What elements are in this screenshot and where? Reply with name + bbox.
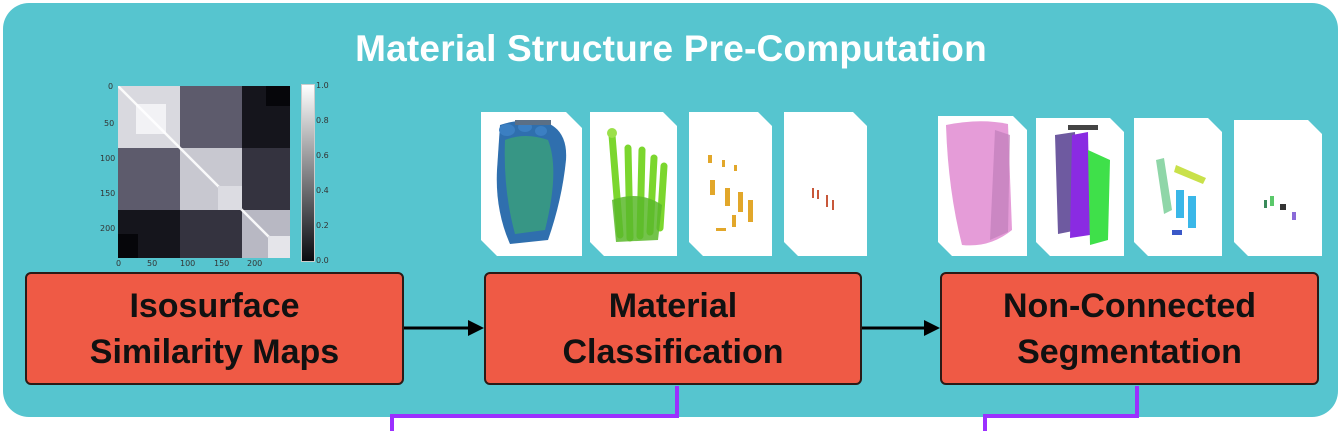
arrow-isosurface-to-material <box>404 320 484 336</box>
heatmap-ytick: 200 <box>100 224 116 233</box>
arrow-material-to-segmentation <box>862 320 940 336</box>
step-label-line: Classification <box>562 332 784 371</box>
foot-volume-thumbnail <box>481 112 582 256</box>
material-classification-box: Material Classification <box>484 272 862 385</box>
non-connected-segmentation-box: Non-Connected Segmentation <box>940 272 1319 385</box>
heatmap-colorbar <box>301 84 315 262</box>
step-label-line: Segmentation <box>1017 332 1242 371</box>
cyan-segment-thumbnail <box>1134 118 1222 256</box>
colorbar-tick: 1.0 <box>316 81 329 90</box>
heatmap-matrix <box>117 85 291 259</box>
pink-segment-thumbnail <box>938 116 1027 256</box>
step-label-line: Isosurface <box>129 286 300 325</box>
colorbar-tick: 0.8 <box>316 116 329 125</box>
step-label-line: Material <box>608 286 738 325</box>
connector-lines <box>390 386 1139 431</box>
heatmap-xtick: 50 <box>147 259 158 268</box>
heatmap-xtick: 150 <box>214 259 230 268</box>
heatmap-xtick: 0 <box>116 259 122 268</box>
similarity-heatmap <box>117 85 291 259</box>
heatmap-xtick: 100 <box>180 259 196 268</box>
isosurface-similarity-maps-box: Isosurface Similarity Maps <box>25 272 404 385</box>
heatmap-ytick: 0 <box>108 82 114 91</box>
step-label-line: Similarity Maps <box>89 332 340 371</box>
colorbar-tick: 0.0 <box>316 256 329 265</box>
colorbar-tick: 0.2 <box>316 221 329 230</box>
sparse-fragments-thumbnail <box>784 112 867 256</box>
colorbar-tick: 0.4 <box>316 186 329 195</box>
multicolor-segment-thumbnail <box>1036 118 1124 256</box>
small-segment-thumbnail <box>1234 120 1322 256</box>
step-label-line: Non-Connected <box>1002 286 1257 325</box>
heatmap-ytick: 150 <box>100 189 116 198</box>
heatmap-xtick: 200 <box>247 259 263 268</box>
diagram-title: Material Structure Pre-Computation <box>355 28 987 69</box>
bones-thumbnail <box>590 112 677 256</box>
fragments-thumbnail <box>689 112 772 256</box>
heatmap-ytick: 50 <box>104 119 115 128</box>
heatmap-ytick: 100 <box>100 154 116 163</box>
colorbar-tick: 0.6 <box>316 151 329 160</box>
